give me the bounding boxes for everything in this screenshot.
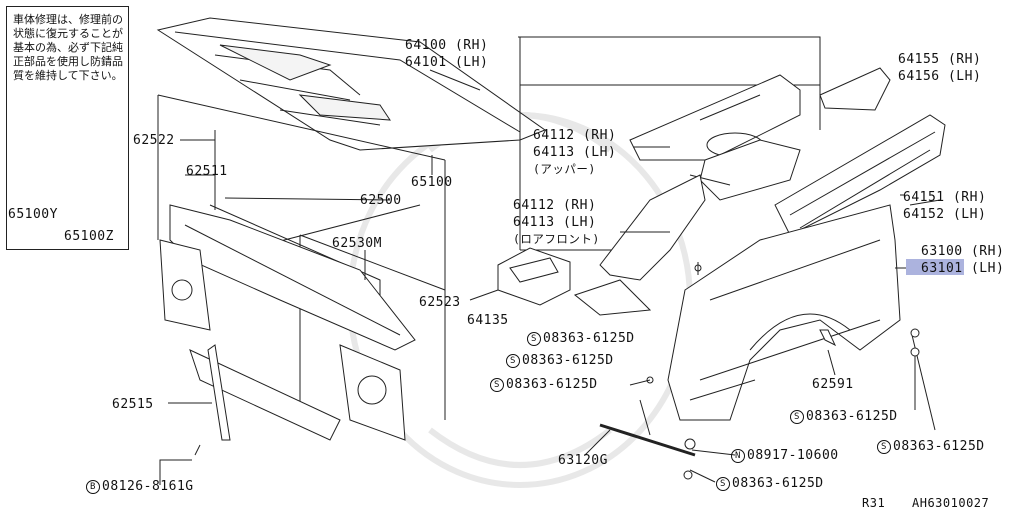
footer-code: AH63010027 [912,496,990,510]
s-symbol-icon: S [527,332,541,346]
s-symbol-icon: S [877,440,891,454]
bolt-number-f: 08363-6125D [732,476,824,491]
part-label-62522[interactable]: 62522 [133,133,175,148]
part-label-62591[interactable]: 62591 [812,377,854,392]
part-label-64100[interactable]: 64100 (RH) [405,38,489,53]
part-label-64151[interactable]: 64151 (RH) [903,190,987,205]
apron-lower-front-part [573,174,706,316]
n-symbol-icon: N [731,449,745,463]
part-label-64156[interactable]: 64156 (LH) [898,69,982,84]
bolt-number-c: 08363-6125D [506,377,598,392]
core-support-frame [157,94,446,441]
hood-part [156,17,547,151]
front-fender-part [667,204,901,421]
part-label-65100y[interactable]: 65100Y [8,207,58,222]
part-label-64101[interactable]: 64101 (LH) [405,55,489,70]
part-label-63120g[interactable]: 63120G [558,453,608,468]
s-symbol-icon: S [716,477,730,491]
bolt-number-b: 08363-6125D [522,353,614,368]
repair-note-box: 車体修理は、修理前の状態に復元することが基本の為、必ず下記純正部品を使用し防錆品… [6,6,129,250]
bolt-number-a: 08363-6125D [543,331,635,346]
selected-part-highlight [906,259,964,275]
part-label-62523[interactable]: 62523 [419,295,461,310]
b-symbol-icon: B [86,480,100,494]
part-label-64152[interactable]: 64152 (LH) [903,207,987,222]
repair-note-text: 車体修理は、修理前の状態に復元することが基本の為、必ず下記純正部品を使用し防錆品… [13,13,123,82]
part-label-62500[interactable]: 62500 [360,193,402,208]
part-label-63100[interactable]: 63100 (RH) [921,244,1005,259]
part-label-63101[interactable]: 63101 (LH) [921,261,1004,276]
part-label-62515[interactable]: 62515 [112,397,154,412]
side-rail-64151-part [774,114,946,236]
part-label-64155[interactable]: 64155 (RH) [898,52,982,67]
bracket-64135-part [469,247,571,306]
s-symbol-icon: S [490,378,504,392]
mud-guard-rod-part [584,376,736,483]
part-label-64113-lower[interactable]: 64113 (LH) [513,215,597,230]
bolt-number-e: 08363-6125D [893,439,985,454]
part-label-62511[interactable]: 62511 [186,164,228,179]
part-label-lowerfront-note: (ロアフロント) [513,232,600,246]
s-symbol-icon: S [790,410,804,424]
bolt-number-d: 08363-6125D [806,409,898,424]
part-label-64112-lower[interactable]: 64112 (RH) [513,198,597,213]
part-label-65100z[interactable]: 65100Z [64,229,114,244]
part-label-64135[interactable]: 64135 [467,313,509,328]
part-label-62530m[interactable]: 62530M [332,236,382,251]
apron-upper-part [629,74,801,201]
footer-model: R31 [862,496,886,510]
part-label-64113-upper[interactable]: 64113 (LH) [533,145,617,160]
part-label-64112-upper[interactable]: 64112 (RH) [533,128,617,143]
part-side-63101: (LH) [970,261,1005,276]
nut-number: 08917-10600 [747,448,839,463]
bolt-number-b-type: 08126-8161G [102,479,194,494]
part-number-63101: 63101 [921,261,963,276]
part-label-upper-note: (アッパー) [533,162,596,176]
s-symbol-icon: S [506,354,520,368]
part-label-65100[interactable]: 65100 [411,175,453,190]
bracket-64155-part [819,67,891,111]
fender-bolts [694,262,936,431]
